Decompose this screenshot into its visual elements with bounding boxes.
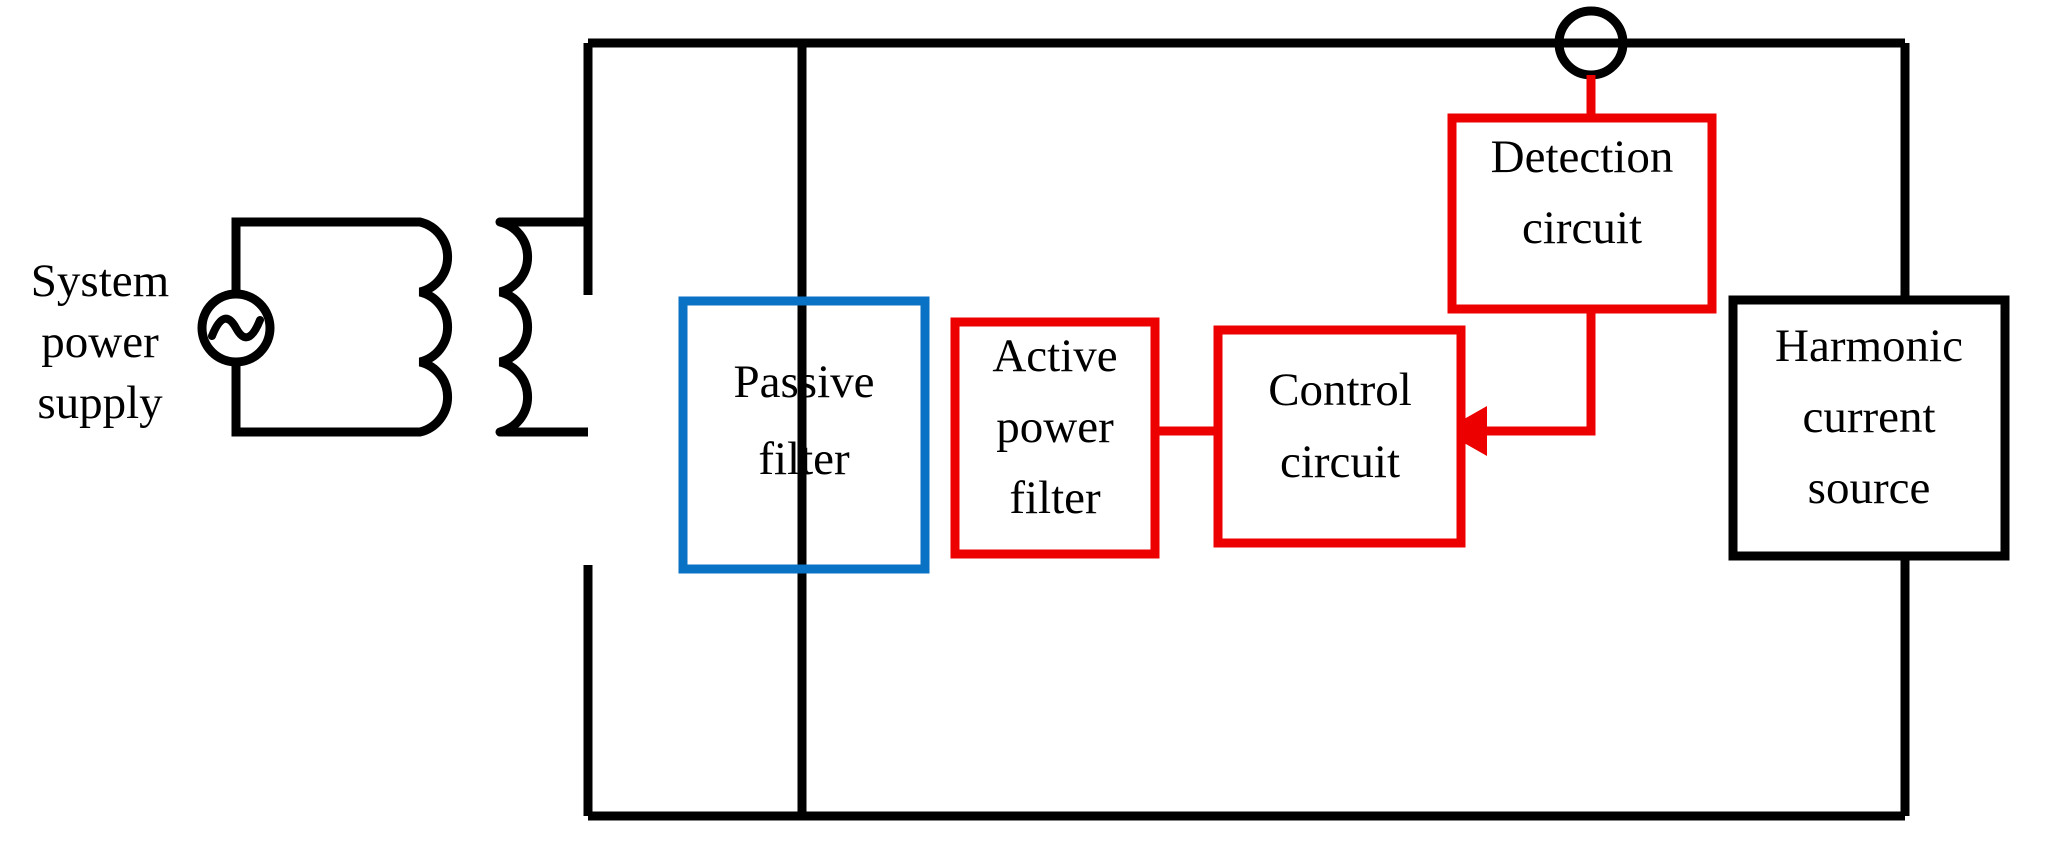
harmonic-source-label-line-2: current: [1802, 391, 1935, 443]
source-bottom-lead-wire: [231, 358, 420, 437]
control-circuit-label-line-2: circuit: [1280, 436, 1400, 488]
block-passive-filter[interactable]: [678, 296, 930, 574]
source-top-lead-wire: [231, 217, 420, 298]
detection-circuit-label-line-1: Detection: [1491, 131, 1674, 183]
ac-source-sine-icon: [208, 314, 264, 342]
harmonic-source-label-line-3: source: [1808, 462, 1931, 514]
transformer-primary-winding: [415, 217, 453, 437]
active-power-filter-label-line-2: power: [996, 401, 1114, 453]
system-supply-label-line-1: System: [31, 255, 169, 307]
harmonic-source-label-line-1: Harmonic: [1775, 320, 1963, 372]
block-harmonic-current-source[interactable]: [1728, 295, 2010, 561]
active-power-filter-label-line-1: Active: [992, 330, 1117, 382]
passive-filter-label-line-1: Passive: [734, 356, 875, 408]
system-supply-label-line-3: supply: [37, 377, 163, 429]
detection-to-control-wire: [1487, 309, 1596, 436]
system-supply-label-line-2: power: [41, 316, 159, 368]
block-detection-circuit[interactable]: [1447, 113, 1717, 314]
transformer-secondary-winding: [495, 217, 533, 437]
block-active-power-filter[interactable]: [950, 317, 1160, 559]
control-circuit-label-line-1: Control: [1268, 364, 1412, 416]
detection-circuit-label-line-2: circuit: [1522, 202, 1642, 254]
active-power-filter-label-line-3: filter: [1009, 472, 1101, 524]
passive-filter-label-line-2: filter: [758, 433, 850, 485]
block-control-circuit[interactable]: [1213, 325, 1466, 548]
